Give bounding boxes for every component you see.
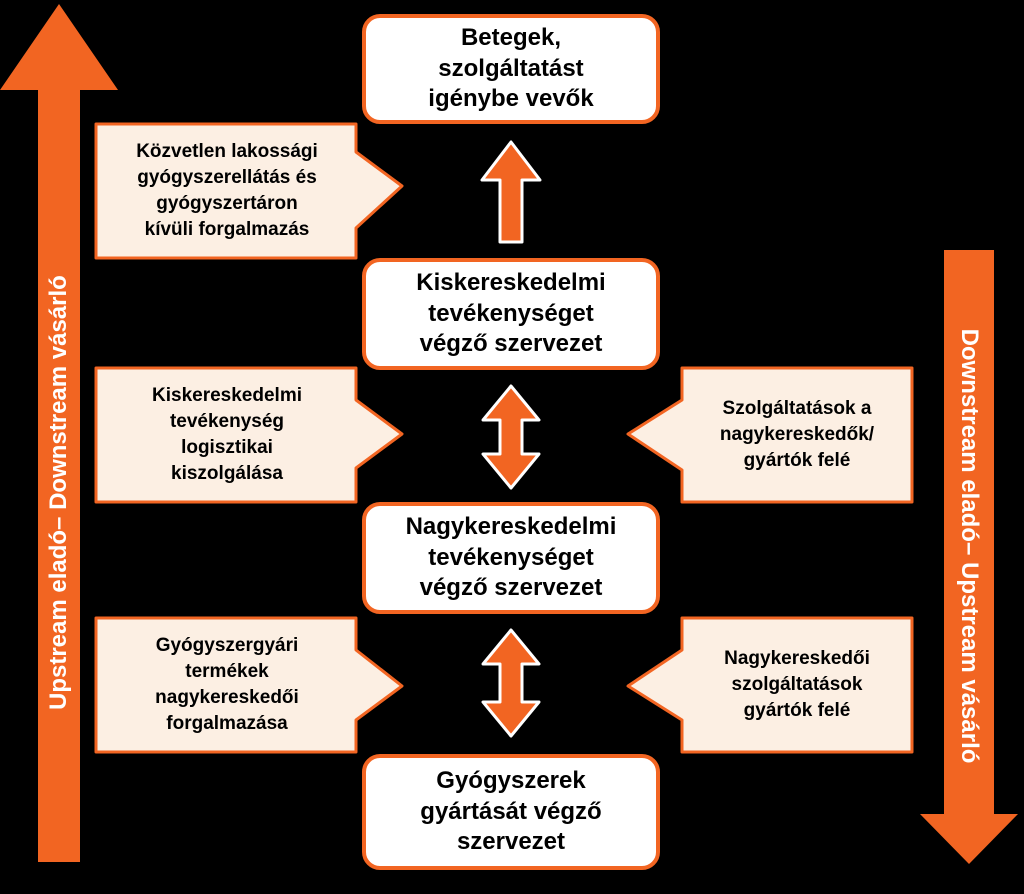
wholesale-box: Nagykereskedelmi tevékenységet végző sze… [362, 502, 660, 614]
left-arrow-shape-1 [94, 122, 404, 260]
right-vertical-label: Downstream eladó– Upstream vásárló [956, 328, 983, 764]
left-arrow-shape-2 [94, 366, 404, 504]
right-arrow-shape-2 [626, 616, 914, 754]
patients-label: Betegek, szolgáltatást igénybe vevők [428, 23, 594, 113]
right-arrow-label-1: Szolgáltatások a nagykereskedők/ gyártók… [719, 397, 875, 472]
manufacturer-box: Gyógyszerek gyártását végző szervezet [362, 754, 660, 870]
retail-box: Kiskereskedelmi tevékenységet végző szer… [362, 258, 660, 370]
right-arrow-label-2: Nagykereskedői szolgáltatások gyártók fe… [724, 647, 870, 722]
retail-label: Kiskereskedelmi tevékenységet végző szer… [416, 268, 606, 358]
arrow-up-retail-to-patients [480, 140, 542, 244]
left-arrow-label-1: Közvetlen lakossági gyógyszerellátás és … [136, 140, 318, 241]
left-arrow-label-3: Gyógyszergyári termékek nagykereskedői f… [155, 634, 299, 735]
left-arrow-shape-3 [94, 616, 404, 754]
double-arrow-retail-wholesale [481, 384, 541, 490]
double-arrow-wholesale-manufacturer [481, 628, 541, 738]
downstream-arrow-right [920, 250, 1018, 864]
left-vertical-label: Upstream eladó– Downstream vásárló [45, 275, 72, 710]
left-arrow-label-2: Kiskereskedelmi tevékenység logisztikai … [152, 384, 302, 485]
manufacturer-label: Gyógyszerek gyártását végző szervezet [420, 766, 602, 856]
wholesale-label: Nagykereskedelmi tevékenységet végző sze… [405, 512, 617, 602]
patients-box: Betegek, szolgáltatást igénybe vevők [362, 14, 660, 124]
upstream-arrow-left [0, 4, 118, 862]
right-arrow-shape-1 [626, 366, 914, 504]
